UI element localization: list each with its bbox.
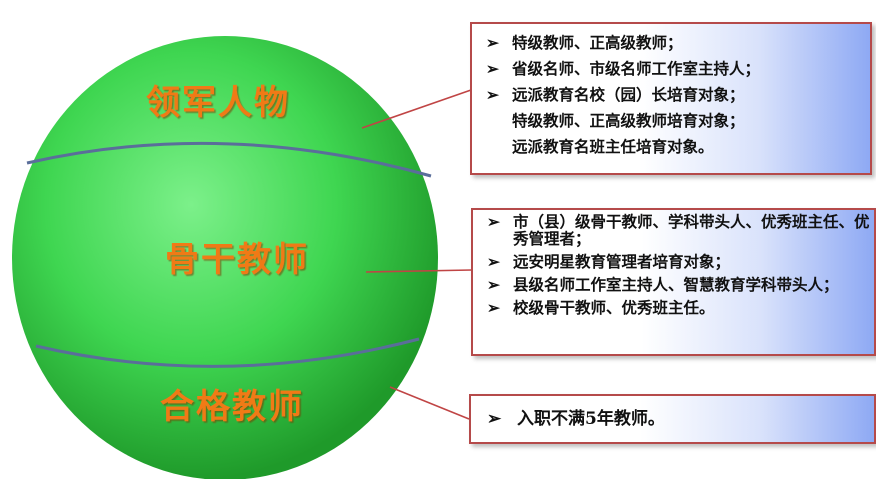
list-item: ➢省级名师、市级名师工作室主持人； — [486, 56, 864, 82]
list-item: ➢特级教师、正高级教师； — [486, 30, 864, 56]
bullet-arrow-icon: ➢ — [486, 33, 499, 52]
list-item: ➢县级名师工作室主持人、智慧教育学科带头人； — [487, 275, 839, 294]
list-item: ➢远安明星教育管理者培育对象； — [487, 252, 731, 271]
connector-qualified — [389, 386, 470, 420]
list-item: ➢市（县）级骨干教师、学科带头人、优秀班主任、优秀管理者； — [487, 212, 870, 248]
info-box-leaders: ➢特级教师、正高级教师； ➢省级名师、市级名师工作室主持人； ➢远派教育名校（园… — [470, 22, 872, 175]
connector-backbone — [365, 269, 473, 273]
bullet-arrow-icon: ➢ — [486, 85, 499, 104]
info-box-backbone: ➢市（县）级骨干教师、学科带头人、优秀班主任、优秀管理者； ➢远安明星教育管理者… — [471, 208, 876, 356]
tier-label-backbone: 骨干教师 — [165, 240, 309, 280]
tier-divider-bottom — [35, 337, 420, 368]
list-item: ➢校级骨干教师、优秀班主任。 — [487, 298, 715, 317]
tier-divider-top — [26, 141, 432, 178]
bullet-arrow-icon: ➢ — [487, 409, 502, 429]
list-item: ➢远派教育名校（园）长培育对象； — [486, 82, 864, 108]
tier-label-qualified: 合格教师 — [160, 387, 304, 427]
list-item: 特级教师、正高级教师培育对象； — [512, 111, 745, 130]
connector-leaders — [361, 89, 472, 129]
bullet-arrow-icon: ➢ — [487, 275, 500, 294]
bullet-arrow-icon: ➢ — [487, 252, 500, 271]
tier-label-leaders: 领军人物 — [146, 83, 290, 123]
list-item: 远派教育名班主任培育对象。 — [512, 137, 714, 156]
bullet-arrow-icon: ➢ — [486, 59, 499, 78]
list-item: ➢入职不满5年教师。 — [487, 396, 874, 442]
info-box-qualified: ➢入职不满5年教师。 — [469, 394, 876, 444]
bullet-arrow-icon: ➢ — [487, 212, 500, 231]
bullet-arrow-icon: ➢ — [487, 298, 500, 317]
